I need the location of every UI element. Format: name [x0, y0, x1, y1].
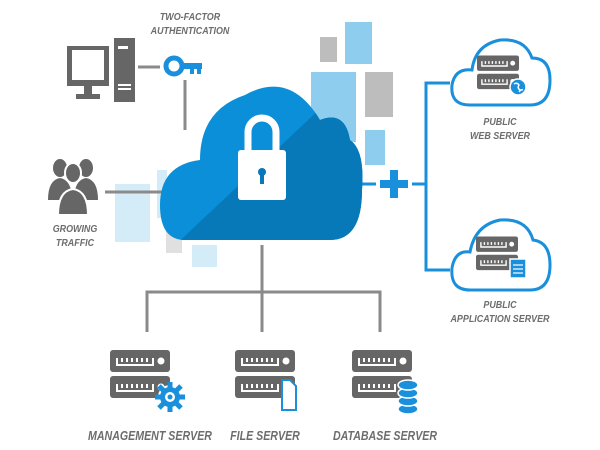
file-server-icon	[235, 350, 297, 411]
key-icon	[163, 55, 202, 77]
plus-icon	[380, 170, 408, 198]
blue-connectors	[362, 81, 450, 272]
app-server-label-line2: APPLICATION SERVER	[450, 313, 550, 325]
app-server-label: PUBLIC APPLICATION SERVER	[441, 298, 560, 326]
growing-traffic-label-line2: TRAFFIC	[55, 237, 95, 249]
web-server-cloud	[450, 38, 552, 107]
file-server-label: FILE SERVER	[230, 429, 300, 443]
gear-icon	[155, 382, 185, 412]
two-factor-label: TWO-FACTOR AUTHENTICATION	[148, 10, 233, 38]
padlock-icon	[238, 114, 286, 200]
document-list-icon	[509, 258, 527, 279]
two-factor-label-line2: AUTHENTICATION	[150, 25, 230, 37]
two-factor-label-line1: TWO-FACTOR	[159, 11, 221, 23]
file-icon	[281, 379, 297, 411]
growing-traffic-label: GROWING TRAFFIC	[41, 222, 109, 250]
gray-connectors	[105, 65, 382, 332]
desktop-computer-icon	[67, 38, 135, 102]
globe-icon	[509, 78, 527, 96]
web-server-label-line1: PUBLIC	[483, 116, 517, 128]
app-server-label-line1: PUBLIC	[483, 299, 517, 311]
management-server-icon	[110, 350, 185, 412]
database-server-label: DATABASE SERVER	[332, 429, 438, 443]
database-server-icon	[352, 350, 419, 415]
web-server-label: PUBLIC WEB SERVER	[458, 115, 543, 143]
app-server-cloud	[450, 218, 552, 292]
management-server-label: MANAGEMENT SERVER	[88, 429, 212, 443]
user-group-icon	[48, 159, 98, 216]
growing-traffic-label-line1: GROWING	[52, 223, 98, 235]
database-icon	[397, 379, 419, 415]
web-server-label-line2: WEB SERVER	[469, 130, 531, 142]
